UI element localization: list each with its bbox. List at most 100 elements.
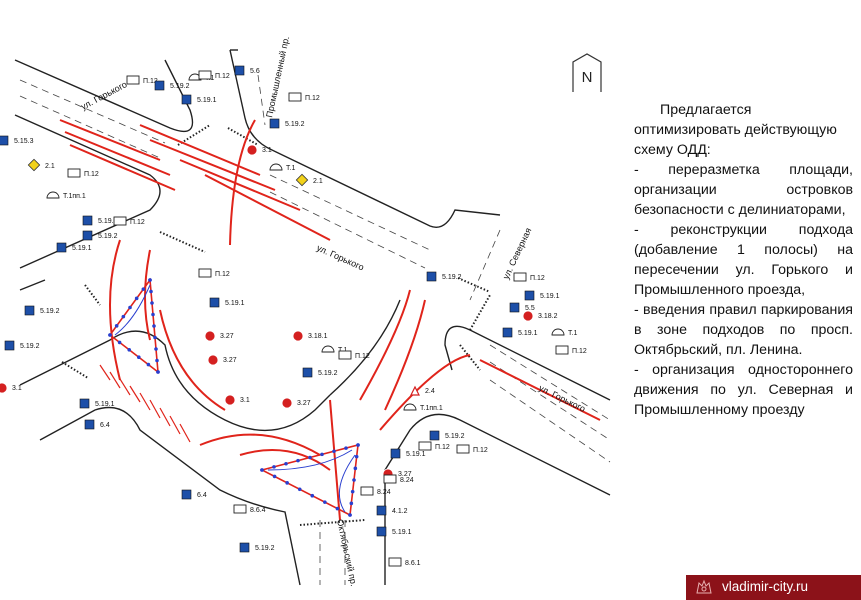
sign-label: 3.27 bbox=[297, 400, 311, 407]
north-arrow bbox=[572, 53, 602, 92]
sign-label: 5.19.1 bbox=[392, 529, 412, 536]
sign-45: 5.19.2 bbox=[429, 430, 465, 441]
sign-label: 6.4 bbox=[100, 422, 110, 429]
sign-2: П.12 bbox=[126, 75, 158, 85]
proposal-text: Предлагается оптимизировать действующую … bbox=[634, 100, 853, 420]
sign-8: 5.19.2 bbox=[269, 118, 305, 129]
sign-52: 6.4 bbox=[181, 489, 207, 500]
delineator-dot bbox=[323, 500, 327, 504]
sign-9: 3.1 bbox=[246, 144, 272, 156]
delineator-dot bbox=[320, 452, 324, 457]
street-oktyabrsky: Октябрьский пр. bbox=[335, 518, 359, 587]
delineator-dot bbox=[353, 466, 358, 471]
site-url-link[interactable]: vladimir-city.ru bbox=[722, 579, 809, 594]
sign-57: 8.6.1 bbox=[388, 557, 421, 567]
sign-label: П.12 bbox=[530, 275, 545, 282]
sign-27: 5.19.1 bbox=[79, 398, 115, 409]
sign-36: П.12 bbox=[513, 272, 545, 282]
sign-7: П.12 bbox=[288, 92, 320, 102]
sign-25: 5.19.2 bbox=[4, 340, 40, 351]
delineator-dot bbox=[121, 314, 126, 319]
sign-23: 3.27 bbox=[207, 354, 237, 366]
delineator-dot bbox=[348, 513, 352, 517]
sign-label: П.12 bbox=[305, 95, 320, 102]
sign-30: 3.27 bbox=[281, 397, 311, 409]
sign-20: П.12 bbox=[198, 268, 230, 278]
proposal-item-4: - организация одностороннего движения по… bbox=[634, 362, 853, 418]
delineator-dot bbox=[272, 474, 277, 479]
sign-13: 2.1 bbox=[295, 173, 323, 187]
sign-label: 3.1 bbox=[262, 147, 272, 154]
sign-label: 5.19.2 bbox=[255, 545, 275, 552]
sign-24: 5.19.2 bbox=[24, 305, 60, 316]
sign-38: 5.5 bbox=[509, 302, 535, 313]
sign-33: П.12 bbox=[338, 350, 370, 360]
delineator-dot bbox=[352, 478, 356, 482]
sign-28: 6.4 bbox=[84, 419, 110, 430]
city-emblem-icon bbox=[696, 579, 712, 594]
site-footer-bar: vladimir-city.ru bbox=[686, 575, 861, 600]
sign-29: 3.1 bbox=[224, 394, 250, 406]
sign-label: П.12 bbox=[355, 353, 370, 360]
delineator-dot bbox=[154, 347, 158, 351]
sign-label: 8.24 bbox=[377, 489, 391, 496]
delineator-dot bbox=[272, 465, 276, 469]
sign-54: 4.1.2 bbox=[376, 505, 408, 516]
sign-label: 3.18.1 bbox=[308, 333, 328, 340]
north-label: N bbox=[582, 69, 593, 86]
sign-label: П.12 bbox=[435, 444, 450, 451]
delineator-dot bbox=[344, 446, 348, 450]
sign-label: 2.4 bbox=[425, 388, 435, 395]
sign-label: Т.1 bbox=[338, 347, 347, 354]
sign-label: 3.27 bbox=[398, 471, 412, 478]
sign-label: П.12 bbox=[572, 348, 587, 355]
street-gorkogo-mid: ул. Горького bbox=[315, 243, 365, 273]
sign-label: П.12 bbox=[215, 271, 230, 278]
lane-dividers bbox=[19, 74, 611, 585]
delineator-dot bbox=[149, 289, 153, 294]
delineator-dot bbox=[332, 449, 336, 454]
delineator-dot bbox=[156, 370, 160, 374]
delineator-dot bbox=[335, 506, 340, 511]
delineator-dot bbox=[127, 348, 131, 352]
sign-label: 5.19.2 bbox=[442, 274, 462, 281]
sign-label: 5.19.2 bbox=[20, 343, 40, 350]
sign-label: Т.1 bbox=[286, 165, 295, 172]
sign-6: 5.19.1 bbox=[181, 94, 217, 105]
delineator-dot bbox=[155, 358, 159, 363]
sign-5: П.12 bbox=[198, 70, 230, 80]
delineator-dot bbox=[356, 443, 360, 447]
sign-label: П.12 bbox=[215, 73, 230, 80]
sign-32: Т.1 bbox=[321, 345, 347, 354]
sign-46: П.12 bbox=[418, 441, 450, 451]
delineator-dot bbox=[354, 454, 359, 459]
sign-label: 5.5 bbox=[525, 305, 535, 312]
sign-1: 5.6 bbox=[234, 65, 260, 76]
sign-label: 5.19.1 bbox=[406, 451, 426, 458]
sign-3: 5.19.2 bbox=[154, 80, 190, 91]
sign-label: 3.1 bbox=[240, 397, 250, 404]
sign-47: П.12 bbox=[456, 444, 488, 454]
sign-10: 5.15.3 bbox=[0, 135, 34, 146]
sign-label: Т.1 bbox=[568, 330, 577, 337]
delineator-dot bbox=[297, 487, 302, 492]
sign-44: Т.1пп.1 bbox=[403, 403, 443, 412]
sign-label: 3.27 bbox=[223, 357, 237, 364]
delineator-dot bbox=[134, 296, 139, 301]
sign-label: 8.6.4 bbox=[250, 507, 266, 514]
delineator-dot bbox=[114, 324, 119, 328]
proposal-item-3: - введения правил паркирования в зоне по… bbox=[634, 302, 853, 358]
sign-label: 2.1 bbox=[45, 163, 55, 170]
sign-48: 5.19.1 bbox=[390, 448, 426, 459]
sign-label: Т.1пп.1 bbox=[63, 193, 86, 200]
delineator-dot bbox=[285, 481, 289, 485]
crosswalks bbox=[61, 124, 491, 526]
sign-label: П.12 bbox=[84, 171, 99, 178]
hatched-zone bbox=[99, 364, 191, 443]
sign-label: 5.19.2 bbox=[445, 433, 465, 440]
sign-label: 5.19.2 bbox=[170, 83, 190, 90]
sign-label: 6.4 bbox=[197, 492, 207, 499]
sign-label: 3.1 bbox=[12, 385, 22, 392]
sign-label: 8.24 bbox=[400, 477, 414, 484]
sign-label: 3.18.2 bbox=[538, 313, 558, 320]
